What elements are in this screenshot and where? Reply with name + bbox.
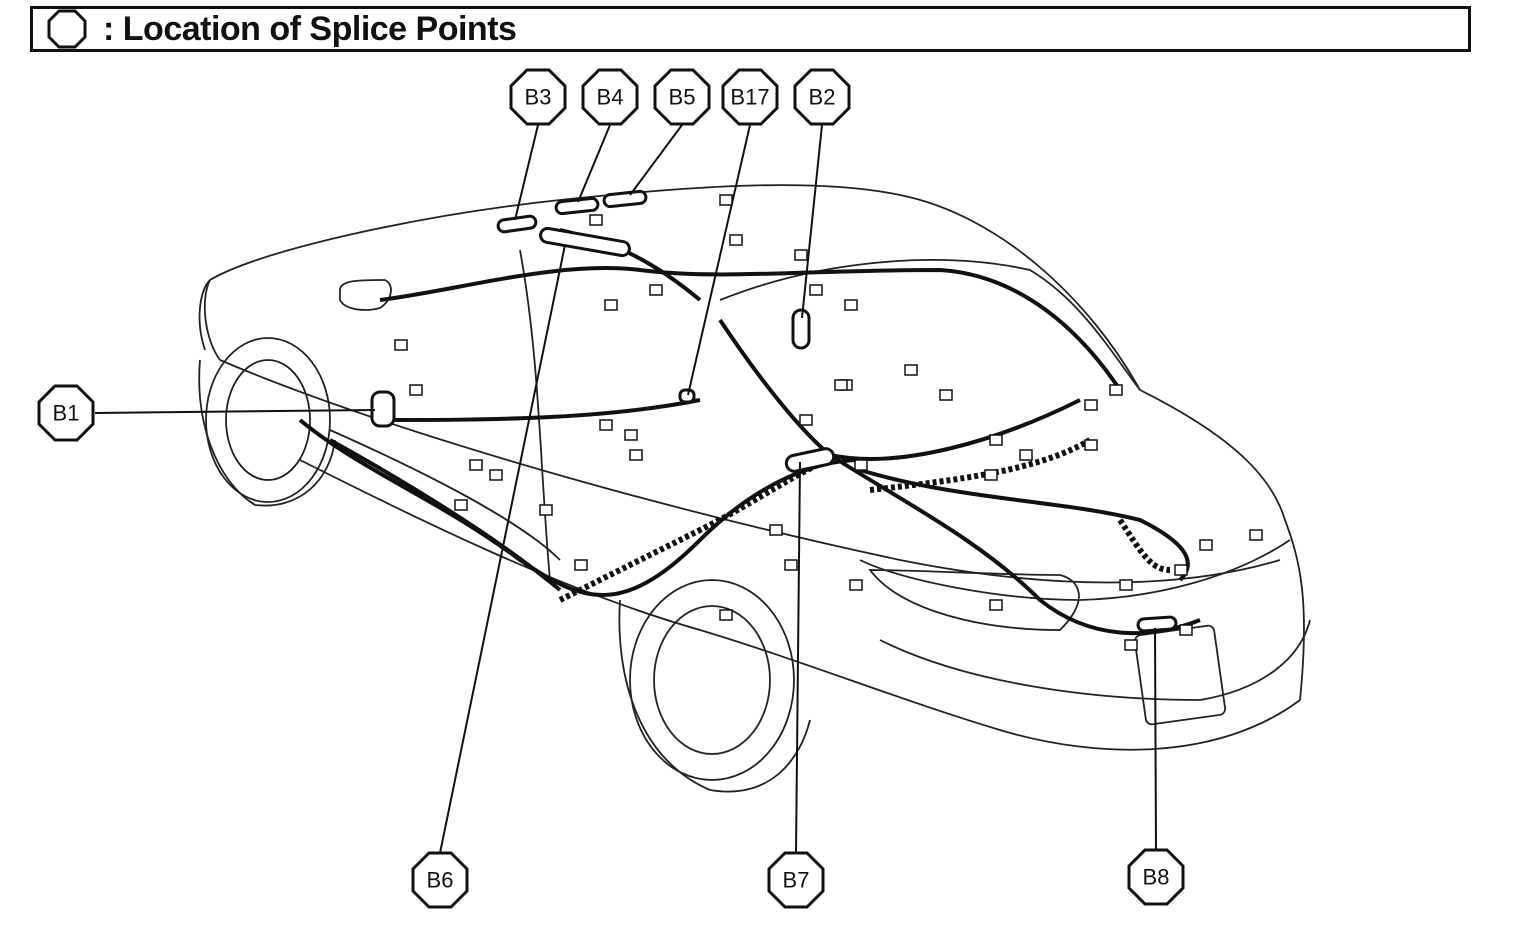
splice-badge-b1: B1 xyxy=(37,384,95,442)
leader-lines xyxy=(94,124,1157,854)
splice-badge-b5: B5 xyxy=(653,68,711,126)
title-prefix: : xyxy=(103,9,114,48)
splice-label-b2: B2 xyxy=(809,85,836,110)
splice-label-b7: B7 xyxy=(783,868,810,893)
splice-badge-b2: B2 xyxy=(793,68,851,126)
splice-badge-b6: B6 xyxy=(411,851,469,909)
title-label: Location of Splice Points xyxy=(122,9,517,48)
splice-label-b5: B5 xyxy=(669,85,696,110)
splice-label-b8: B8 xyxy=(1143,865,1170,890)
splice-badge-b4: B4 xyxy=(581,68,639,126)
splice-label-b4: B4 xyxy=(597,85,624,110)
octagon-icon xyxy=(47,9,87,49)
splice-badge-b8: B8 xyxy=(1127,848,1185,906)
connectors xyxy=(394,194,1263,651)
title-bar: : Location of Splice Points xyxy=(30,6,1471,52)
splice-badge-b7: B7 xyxy=(767,851,825,909)
splice-label-b1: B1 xyxy=(53,401,80,426)
splice-label-b6: B6 xyxy=(427,868,454,893)
splice-label-b3: B3 xyxy=(525,85,552,110)
splice-badge-b17: B17 xyxy=(721,68,779,126)
splice-badge-b3: B3 xyxy=(509,68,567,126)
splice-bars xyxy=(370,189,1178,633)
car-body xyxy=(198,184,1311,793)
page-title: : Location of Splice Points xyxy=(103,9,517,49)
splice-label-b17: B17 xyxy=(730,85,769,110)
